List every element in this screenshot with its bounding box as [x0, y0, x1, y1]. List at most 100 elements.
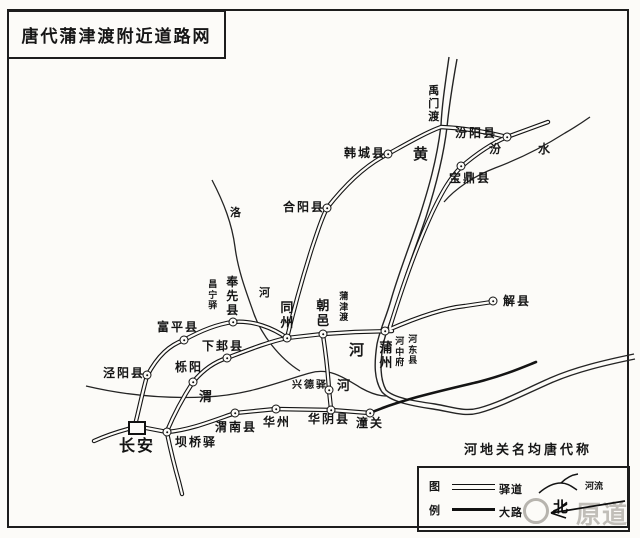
wei-river-line	[85, 370, 387, 399]
marker-dot	[459, 164, 463, 168]
legend-item-post-road: 驿道	[499, 483, 523, 496]
settlement-marker	[380, 326, 390, 336]
place-label: 渭南县	[215, 420, 258, 434]
place-label: 昌宁驿	[208, 280, 218, 312]
place-label: 禹门渡	[428, 84, 440, 123]
marker-dot	[165, 430, 169, 434]
place-label: 河东县	[408, 335, 418, 367]
settlement-marker	[322, 203, 332, 213]
marker-dot	[285, 336, 289, 340]
place-label: 汾阳县	[455, 126, 498, 140]
settlement-marker	[271, 404, 281, 414]
settlement-marker	[282, 333, 292, 343]
road-overlay	[92, 427, 130, 443]
place-label: 宝鼎县	[449, 171, 492, 185]
place-label: 解县	[503, 294, 532, 308]
place-label: 河中府	[395, 337, 405, 369]
place-label: 坝桥驿	[175, 435, 218, 449]
legend-item-river: 河流	[585, 482, 604, 492]
river-label: 汾	[489, 142, 502, 156]
place-label: 兴德驿	[292, 380, 328, 391]
capital-marker	[128, 421, 146, 435]
zhongyuandao-logo-icon	[523, 498, 549, 524]
marker-dot	[233, 411, 237, 415]
marker-dot	[325, 206, 329, 210]
place-label: 华州	[263, 415, 292, 429]
place-label: 合阳县	[283, 200, 326, 214]
place-label: 同州	[280, 301, 294, 332]
river-label: 河	[349, 341, 365, 359]
place-label: 奉先县	[226, 275, 239, 318]
settlement-marker	[318, 329, 328, 339]
place-label: 长安	[119, 436, 156, 455]
marker-dot	[191, 380, 195, 384]
fen-river-line	[443, 116, 591, 203]
road-overlay	[285, 120, 550, 340]
settlement-marker	[456, 161, 466, 171]
river-label: 黄	[413, 145, 429, 163]
settlement-marker	[142, 370, 152, 380]
legend-note: 河地关名均唐代称	[464, 443, 593, 458]
broad-road-tongguan-east	[368, 360, 538, 415]
marker-dot	[274, 407, 278, 411]
settlement-marker	[488, 296, 498, 306]
settlement-marker	[162, 427, 172, 437]
river-label: 河	[337, 379, 351, 394]
yellow-river-east-bank	[380, 58, 635, 411]
marker-dot	[383, 329, 387, 333]
north-arrow-icon	[550, 500, 626, 519]
broad-road-symbol-icon	[452, 508, 495, 511]
place-label: 朝邑	[316, 299, 330, 330]
place-label: 栎阳	[175, 360, 204, 374]
marker-dot	[386, 152, 390, 156]
legend-item-broad-road: 大路	[499, 506, 523, 519]
map-title: 唐代蒲津渡附近道路网	[21, 27, 212, 47]
river-label: 水	[538, 142, 551, 156]
marker-dot	[329, 408, 333, 412]
settlement-marker	[188, 377, 198, 387]
marker-dot	[182, 338, 186, 342]
map-border	[7, 9, 629, 528]
place-label: 蒲州	[379, 341, 393, 372]
settlement-marker	[222, 353, 232, 363]
legend-box: 原道 图例 驿道 河流 大路 北	[417, 466, 630, 532]
marker-dot	[327, 388, 331, 392]
road-overlay	[388, 135, 509, 329]
river-label: 渭	[199, 390, 213, 405]
legend-key-label: 图例	[429, 480, 440, 518]
marker-dot	[231, 320, 235, 324]
settlement-marker	[383, 149, 393, 159]
marker-dot	[368, 411, 372, 415]
settlement-marker	[228, 317, 238, 327]
settlement-marker	[179, 335, 189, 345]
marker-dot	[321, 332, 325, 336]
luo-river-line	[211, 179, 301, 372]
road-overlay	[386, 300, 494, 332]
settlement-marker	[324, 385, 334, 395]
place-label: 泾阳县	[103, 366, 146, 380]
marker-dot	[491, 299, 495, 303]
north-indicator: 北	[537, 492, 632, 522]
yellow-river-west-bank	[374, 56, 636, 416]
river-symbol-icon	[538, 473, 579, 494]
place-label: 下邽县	[202, 339, 245, 353]
marker-dot	[225, 356, 229, 360]
marker-dot	[505, 135, 509, 139]
place-label: 潼关	[356, 416, 385, 430]
settlement-marker	[502, 132, 512, 142]
river-label: 洛	[230, 206, 241, 219]
settlement-marker	[326, 405, 336, 415]
place-label: 蒲津渡	[339, 292, 349, 324]
settlement-marker	[230, 408, 240, 418]
place-label: 富平县	[157, 320, 200, 334]
settlement-marker	[365, 408, 375, 418]
north-label: 北	[553, 498, 569, 516]
place-label: 华阴县	[308, 412, 351, 426]
road-overlay	[285, 329, 394, 340]
marker-dot	[145, 373, 149, 377]
map-title-box: 唐代蒲津渡附近道路网	[7, 10, 226, 59]
river-label: 河	[259, 286, 270, 299]
post-road-symbol-icon	[452, 484, 495, 490]
